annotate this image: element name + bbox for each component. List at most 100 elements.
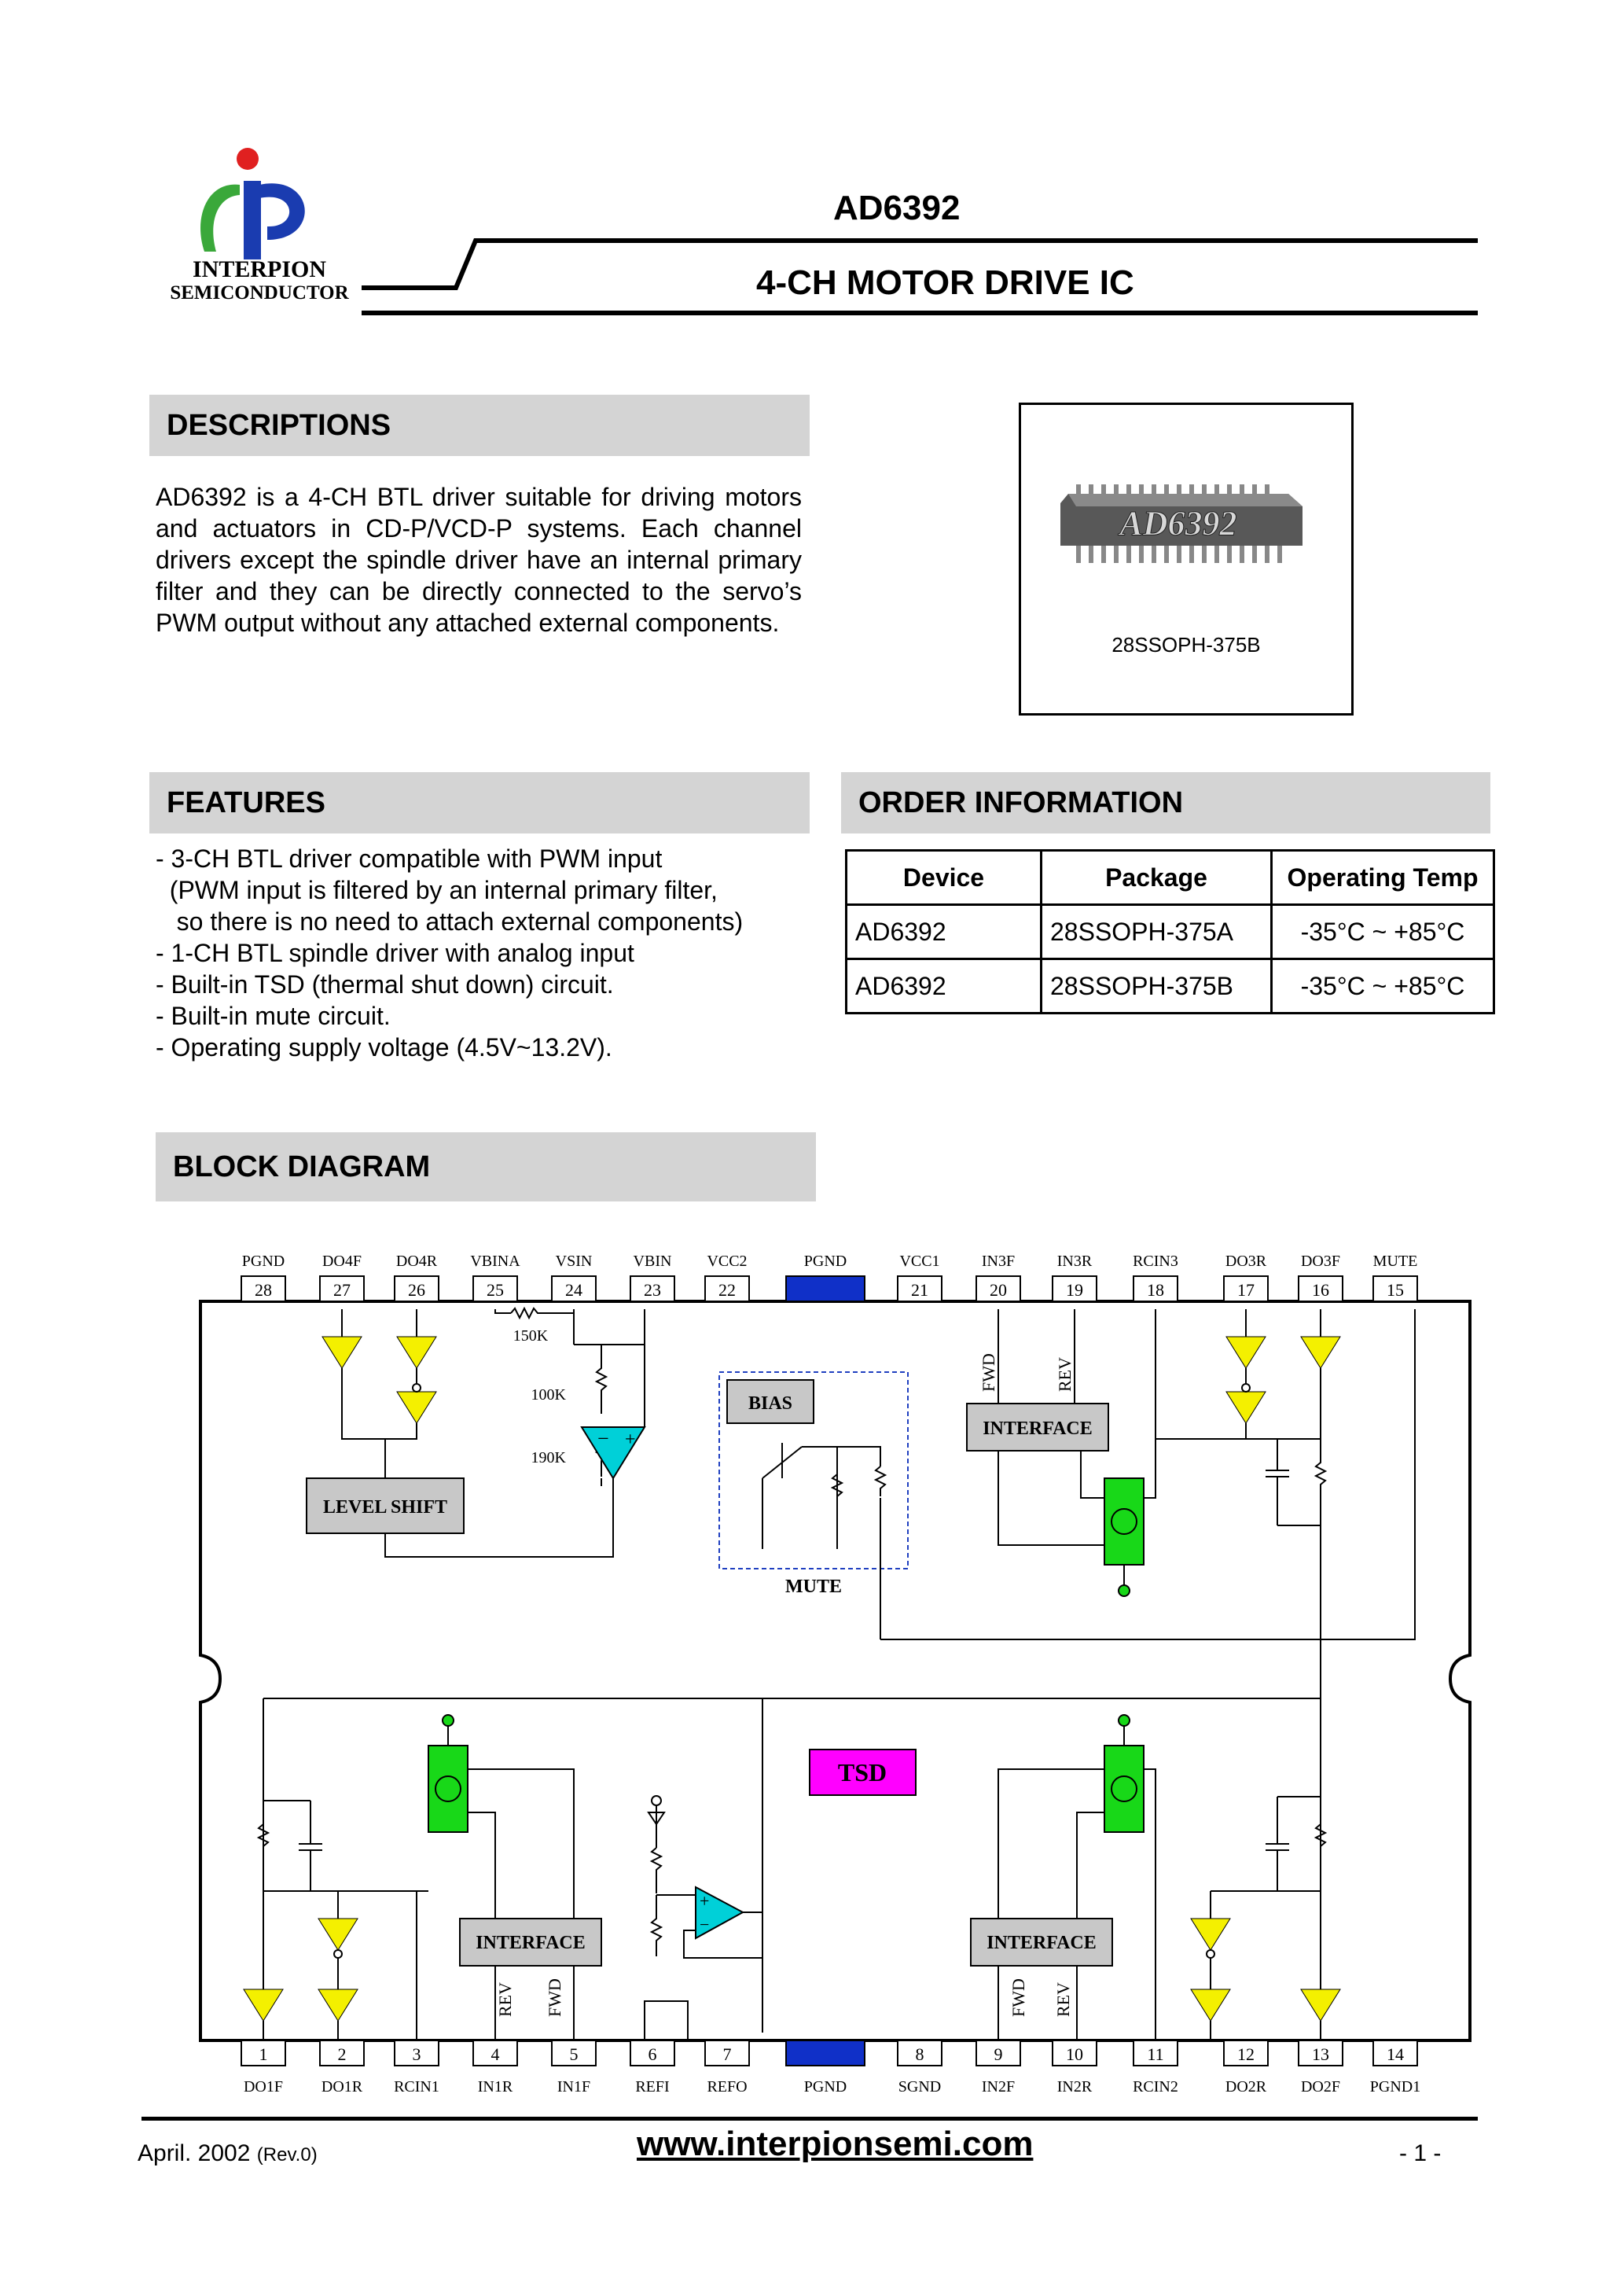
- buffer-triangle: [396, 1336, 437, 1369]
- pin-box: [976, 2040, 1021, 2066]
- features-heading: FEATURES: [149, 772, 810, 833]
- pin-box: [630, 2040, 675, 2066]
- interface-label: INTERFACE: [476, 1933, 586, 1953]
- document-subtitle: 4-CH MOTOR DRIVE IC: [756, 263, 1134, 302]
- pin-box: [394, 1275, 439, 1302]
- block-diagram: 28PGND27DO4F26DO4R25VBINA24VSIN23VBIN22V…: [199, 1253, 1472, 2095]
- pin-number: 23: [644, 1280, 661, 1300]
- interface-label: INTERFACE: [983, 1418, 1093, 1439]
- opamp-triangle: [580, 1426, 646, 1480]
- pin-number: 17: [1237, 1280, 1255, 1300]
- pin-name: PGND1: [1370, 2078, 1420, 2095]
- table-cell: AD6392: [845, 958, 1042, 1014]
- pin-name: VSIN: [556, 1253, 593, 1270]
- current-source-ch1: [428, 1745, 468, 1833]
- pin-name: VCC2: [707, 1253, 747, 1270]
- pin-number: 27: [333, 1280, 351, 1300]
- footer-date-text: April. 2002: [138, 2140, 251, 2166]
- pin-name: IN3R: [1057, 1253, 1093, 1270]
- table-header-row: Device Package Operating Temp: [845, 849, 1495, 906]
- pin-name: IN2F: [982, 2078, 1015, 2095]
- pin-box: [976, 1275, 1021, 1302]
- pin-box: [1223, 2040, 1269, 2066]
- pin-number: 22: [718, 1280, 736, 1300]
- pin-name: DO4R: [396, 1253, 438, 1270]
- pin-number: 12: [1237, 2044, 1255, 2064]
- pin-box: [704, 2040, 750, 2066]
- pin-name: VBINA: [470, 1253, 520, 1270]
- pin-box: [1052, 2040, 1097, 2066]
- pin-name: VBIN: [634, 1253, 672, 1270]
- pin-name: IN1R: [478, 2078, 513, 2095]
- block-diagram-heading: BLOCK DIAGRAM: [156, 1132, 816, 1201]
- fwd-label: FWD: [979, 1353, 998, 1392]
- pin-name: PGND: [242, 1253, 285, 1270]
- pin-number: 5: [570, 2044, 579, 2064]
- pin-number: 8: [916, 2044, 924, 2064]
- level-shift-label: LEVEL SHIFT: [323, 1497, 447, 1518]
- pin-name: RCIN3: [1133, 1253, 1178, 1270]
- pin-box: [630, 1275, 675, 1302]
- pin-number: 4: [491, 2044, 500, 2064]
- pin-number: 11: [1147, 2044, 1163, 2064]
- pin-number: 13: [1312, 2044, 1329, 2064]
- table-cell: AD6392: [845, 903, 1042, 960]
- pad-pgnd: [785, 2040, 865, 2066]
- footer-rule: [141, 2117, 1478, 2121]
- pin-name: DO1R: [321, 2078, 363, 2095]
- table-cell: 28SSOPH-375A: [1040, 903, 1273, 960]
- logo-line1: INTERPION: [193, 256, 326, 282]
- package-caption: 28SSOPH-375B: [1111, 633, 1261, 657]
- rev-label: REV: [1055, 1357, 1075, 1392]
- chip-marking: AD6392: [1117, 504, 1236, 543]
- feature-item: - 1-CH BTL spindle driver with analog in…: [156, 939, 634, 967]
- pin-number: 26: [408, 1280, 425, 1300]
- rev-label: REV: [495, 1982, 515, 2017]
- pin-box: [897, 1275, 942, 1302]
- page-number: - 1 -: [1399, 2140, 1442, 2166]
- pin-name: DO4F: [322, 1253, 362, 1270]
- opamp-plus: +: [700, 1891, 709, 1911]
- buffer-triangle: [243, 1989, 284, 2022]
- buffer-triangle: [321, 1336, 362, 1369]
- table-cell: -35°C ~ +85°C: [1270, 958, 1495, 1014]
- pin-number: 6: [648, 2044, 657, 2064]
- column-header: Package: [1040, 849, 1273, 906]
- pin-number: 19: [1066, 1280, 1083, 1300]
- resistor-150k-label: 150K: [513, 1327, 549, 1345]
- bias-mute-block: [718, 1371, 909, 1569]
- fwd-label: FWD: [545, 1978, 564, 2017]
- pad-pgnd: [785, 1275, 865, 1302]
- pin-box: [1052, 1275, 1097, 1302]
- table-cell: 28SSOPH-375B: [1040, 958, 1273, 1014]
- pin-name: PGND: [804, 1253, 847, 1270]
- pin-number: 21: [911, 1280, 928, 1300]
- pin-number: 25: [487, 1280, 504, 1300]
- feature-item: - 3-CH BTL driver compatible with PWM in…: [156, 844, 663, 873]
- footer-url[interactable]: www.interpionsemi.com: [637, 2125, 1034, 2163]
- order-information-heading: ORDER INFORMATION: [841, 772, 1490, 833]
- tsd-block: [809, 1749, 917, 1796]
- pin-name: MUTE: [1373, 1253, 1418, 1270]
- resistor-100k-label: 100K: [531, 1386, 567, 1404]
- rev-label: REV: [1053, 1982, 1073, 2017]
- column-header: Operating Temp: [1270, 849, 1495, 906]
- pin-name: REFO: [707, 2078, 747, 2095]
- header-rule: [362, 238, 1478, 315]
- pin-number: 20: [990, 1280, 1007, 1300]
- pin-box: [704, 1275, 750, 1302]
- pin-name: IN3F: [982, 1253, 1015, 1270]
- current-source-ch2: [1104, 1745, 1145, 1833]
- opamp-plus: +: [625, 1429, 636, 1450]
- interface-block-ch3: [966, 1403, 1109, 1452]
- bias-block: [726, 1379, 814, 1424]
- pin-name: DO2R: [1225, 2078, 1267, 2095]
- tsd-label: TSD: [838, 1758, 887, 1786]
- feature-item: - Operating supply voltage (4.5V~13.2V).: [156, 1033, 612, 1062]
- pin-name: RCIN2: [1133, 2078, 1178, 2095]
- feature-item: so there is no need to attach external c…: [156, 907, 744, 936]
- opamp-triangle: [695, 1886, 745, 1940]
- buffer-triangle: [1225, 1391, 1266, 1424]
- pin-box: [319, 1275, 365, 1302]
- features-list: - 3-CH BTL driver compatible with PWM in…: [156, 843, 743, 1063]
